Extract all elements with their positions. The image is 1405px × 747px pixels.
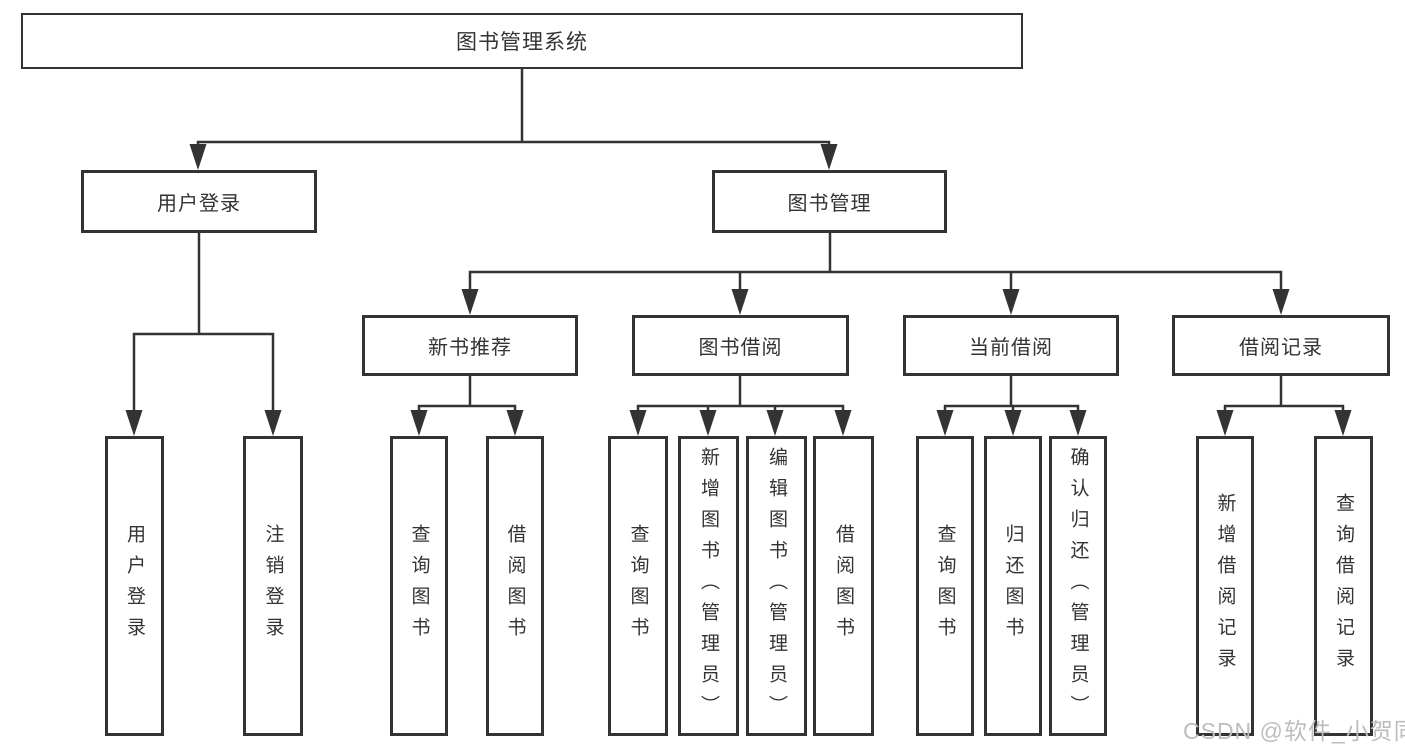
leaf-add-borrow-record: 新增借阅记录 <box>1196 436 1254 736</box>
node-label: 用户登录 <box>157 193 241 215</box>
leaf-label: 用户登录 <box>124 524 145 648</box>
leaf-label: 注销登录 <box>262 524 284 648</box>
node-user-login: 用户登录 <box>81 170 317 233</box>
leaf-add-book-admin: 新增图书（管理员） <box>678 436 739 736</box>
leaf-label: 借阅图书 <box>833 524 854 648</box>
node-label: 图书管理 <box>787 193 872 215</box>
leaf-label: 确认归还（管理员） <box>1067 446 1089 726</box>
node-label: 新书推荐 <box>428 337 512 359</box>
leaf-label: 查询图书 <box>408 524 430 648</box>
node-current-borrowing: 当前借阅 <box>903 315 1119 376</box>
node-book-borrowing: 图书借阅 <box>632 315 849 376</box>
leaf-borrow-books: 借阅图书 <box>486 436 544 736</box>
leaf-query-books: 查询图书 <box>608 436 668 736</box>
node-label: 当前借阅 <box>969 337 1053 359</box>
leaf-query-books: 查询图书 <box>916 436 974 736</box>
leaf-return-books: 归还图书 <box>984 436 1042 736</box>
node-library-management-system: 图书管理系统 <box>21 13 1023 69</box>
leaf-label: 查询图书 <box>934 524 956 648</box>
csdn-watermark: CSDN @软件_小贺同学 <box>1183 718 1405 744</box>
leaf-label: 查询图书 <box>627 524 649 648</box>
leaf-label: 归还图书 <box>1002 524 1024 648</box>
leaf-query-borrow-record: 查询借阅记录 <box>1314 436 1373 736</box>
leaf-logout-login: 注销登录 <box>243 436 303 736</box>
leaf-edit-book-admin: 编辑图书（管理员） <box>746 436 807 736</box>
leaf-label: 新增图书（管理员） <box>698 446 719 726</box>
leaf-label: 编辑图书（管理员） <box>766 446 787 726</box>
node-label: 图书管理系统 <box>456 31 588 54</box>
node-label: 借阅记录 <box>1239 337 1323 359</box>
leaf-confirm-return-admin: 确认归还（管理员） <box>1049 436 1107 736</box>
leaf-label: 借阅图书 <box>504 524 526 648</box>
arrowheads <box>125 144 1352 436</box>
leaf-user-login: 用户登录 <box>105 436 164 736</box>
leaf-query-books: 查询图书 <box>390 436 448 736</box>
leaf-label: 查询借阅记录 <box>1333 493 1354 679</box>
node-book-management: 图书管理 <box>712 170 947 233</box>
leaf-label: 新增借阅记录 <box>1214 493 1236 679</box>
node-label: 图书借阅 <box>698 337 783 359</box>
leaf-borrow-books: 借阅图书 <box>813 436 874 736</box>
node-new-book-recommendation: 新书推荐 <box>362 315 578 376</box>
node-borrowing-records: 借阅记录 <box>1172 315 1390 376</box>
